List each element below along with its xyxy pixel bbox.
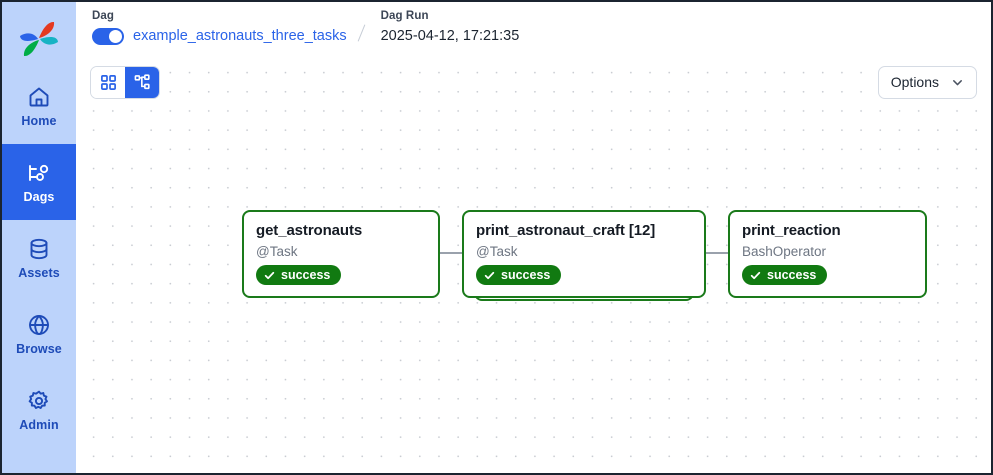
sidebar-item-label-admin: Admin [19, 417, 59, 432]
task-node-title: print_astronaut_craft [12] [476, 222, 656, 239]
gear-icon [28, 390, 48, 409]
check-icon [484, 271, 495, 279]
task-node-subtitle: @Task [476, 244, 518, 259]
home-icon [29, 87, 49, 106]
grid-view-button[interactable] [91, 66, 125, 98]
sidebar-item-label-home: Home [21, 113, 57, 128]
dag-name-link[interactable]: example_astronauts_three_tasks [133, 28, 347, 44]
dag-run-timestamp: 2025-04-12, 17:21:35 [380, 28, 520, 44]
check-icon [264, 271, 275, 279]
dag-tree-icon [29, 164, 49, 181]
task-node-print-reaction[interactable]: print_reaction BashOperator success [728, 210, 927, 298]
edge-get-astronauts-to-print-astronaut-craft [440, 252, 464, 254]
graph-view-icon [134, 73, 150, 89]
graph-view-button[interactable] [125, 66, 159, 98]
sidebar-item-browse[interactable]: Browse [2, 296, 76, 372]
graph-toolbar: Options [90, 64, 977, 100]
sidebar: Home Dags Assets [2, 2, 76, 473]
graph-canvas[interactable]: get_astronauts @Task success print_astro… [76, 58, 991, 473]
task-node-subtitle: @Task [256, 244, 298, 259]
task-node-title: print_reaction [742, 222, 841, 239]
dag-label: Dag [92, 10, 115, 22]
grid-view-icon [100, 74, 116, 90]
options-button-label: Options [890, 74, 939, 90]
sidebar-item-assets[interactable]: Assets [2, 220, 76, 296]
status-badge: success [742, 265, 828, 285]
globe-icon [29, 314, 49, 335]
breadcrumb-separator [347, 10, 381, 58]
sidebar-item-label-browse: Browse [16, 341, 62, 356]
view-mode-toggle-group [90, 65, 160, 99]
check-icon [750, 271, 761, 279]
status-badge-label: success [501, 268, 551, 282]
sidebar-item-admin[interactable]: Admin [2, 372, 76, 448]
options-button[interactable]: Options [877, 65, 977, 99]
airflow-pinwheel-logo-icon [20, 21, 58, 57]
sidebar-item-home[interactable]: Home [2, 68, 76, 144]
task-node-subtitle: BashOperator [742, 244, 827, 259]
database-icon [30, 238, 48, 259]
sidebar-item-label-dags: Dags [23, 189, 55, 204]
task-node-print-astronaut-craft[interactable]: print_astronaut_craft [12] @Task success [462, 210, 706, 298]
task-node-get-astronauts[interactable]: get_astronauts @Task success [242, 210, 440, 298]
airflow-logo[interactable] [2, 10, 76, 68]
dag-pause-toggle[interactable] [92, 27, 124, 45]
edge-print-astronaut-craft-to-print-reaction [706, 252, 730, 254]
sidebar-item-label-assets: Assets [18, 265, 60, 280]
main-area: Dag example_astronauts_three_tasks Dag R… [76, 2, 991, 473]
sidebar-item-dags[interactable]: Dags [2, 144, 76, 220]
status-badge: success [256, 265, 342, 285]
dag-run-block: Dag Run 2025-04-12, 17:21:35 [381, 10, 520, 47]
chevron-down-icon [953, 79, 962, 85]
status-badge: success [476, 265, 562, 285]
page-header: Dag example_astronauts_three_tasks Dag R… [76, 2, 991, 58]
dag-run-label: Dag Run [380, 10, 429, 22]
task-node-title: get_astronauts [256, 222, 363, 239]
toggle-knob [109, 29, 122, 43]
status-badge-label: success [767, 268, 817, 282]
status-badge-label: success [281, 268, 331, 282]
dag-info-block: Dag example_astronauts_three_tasks [92, 10, 347, 47]
